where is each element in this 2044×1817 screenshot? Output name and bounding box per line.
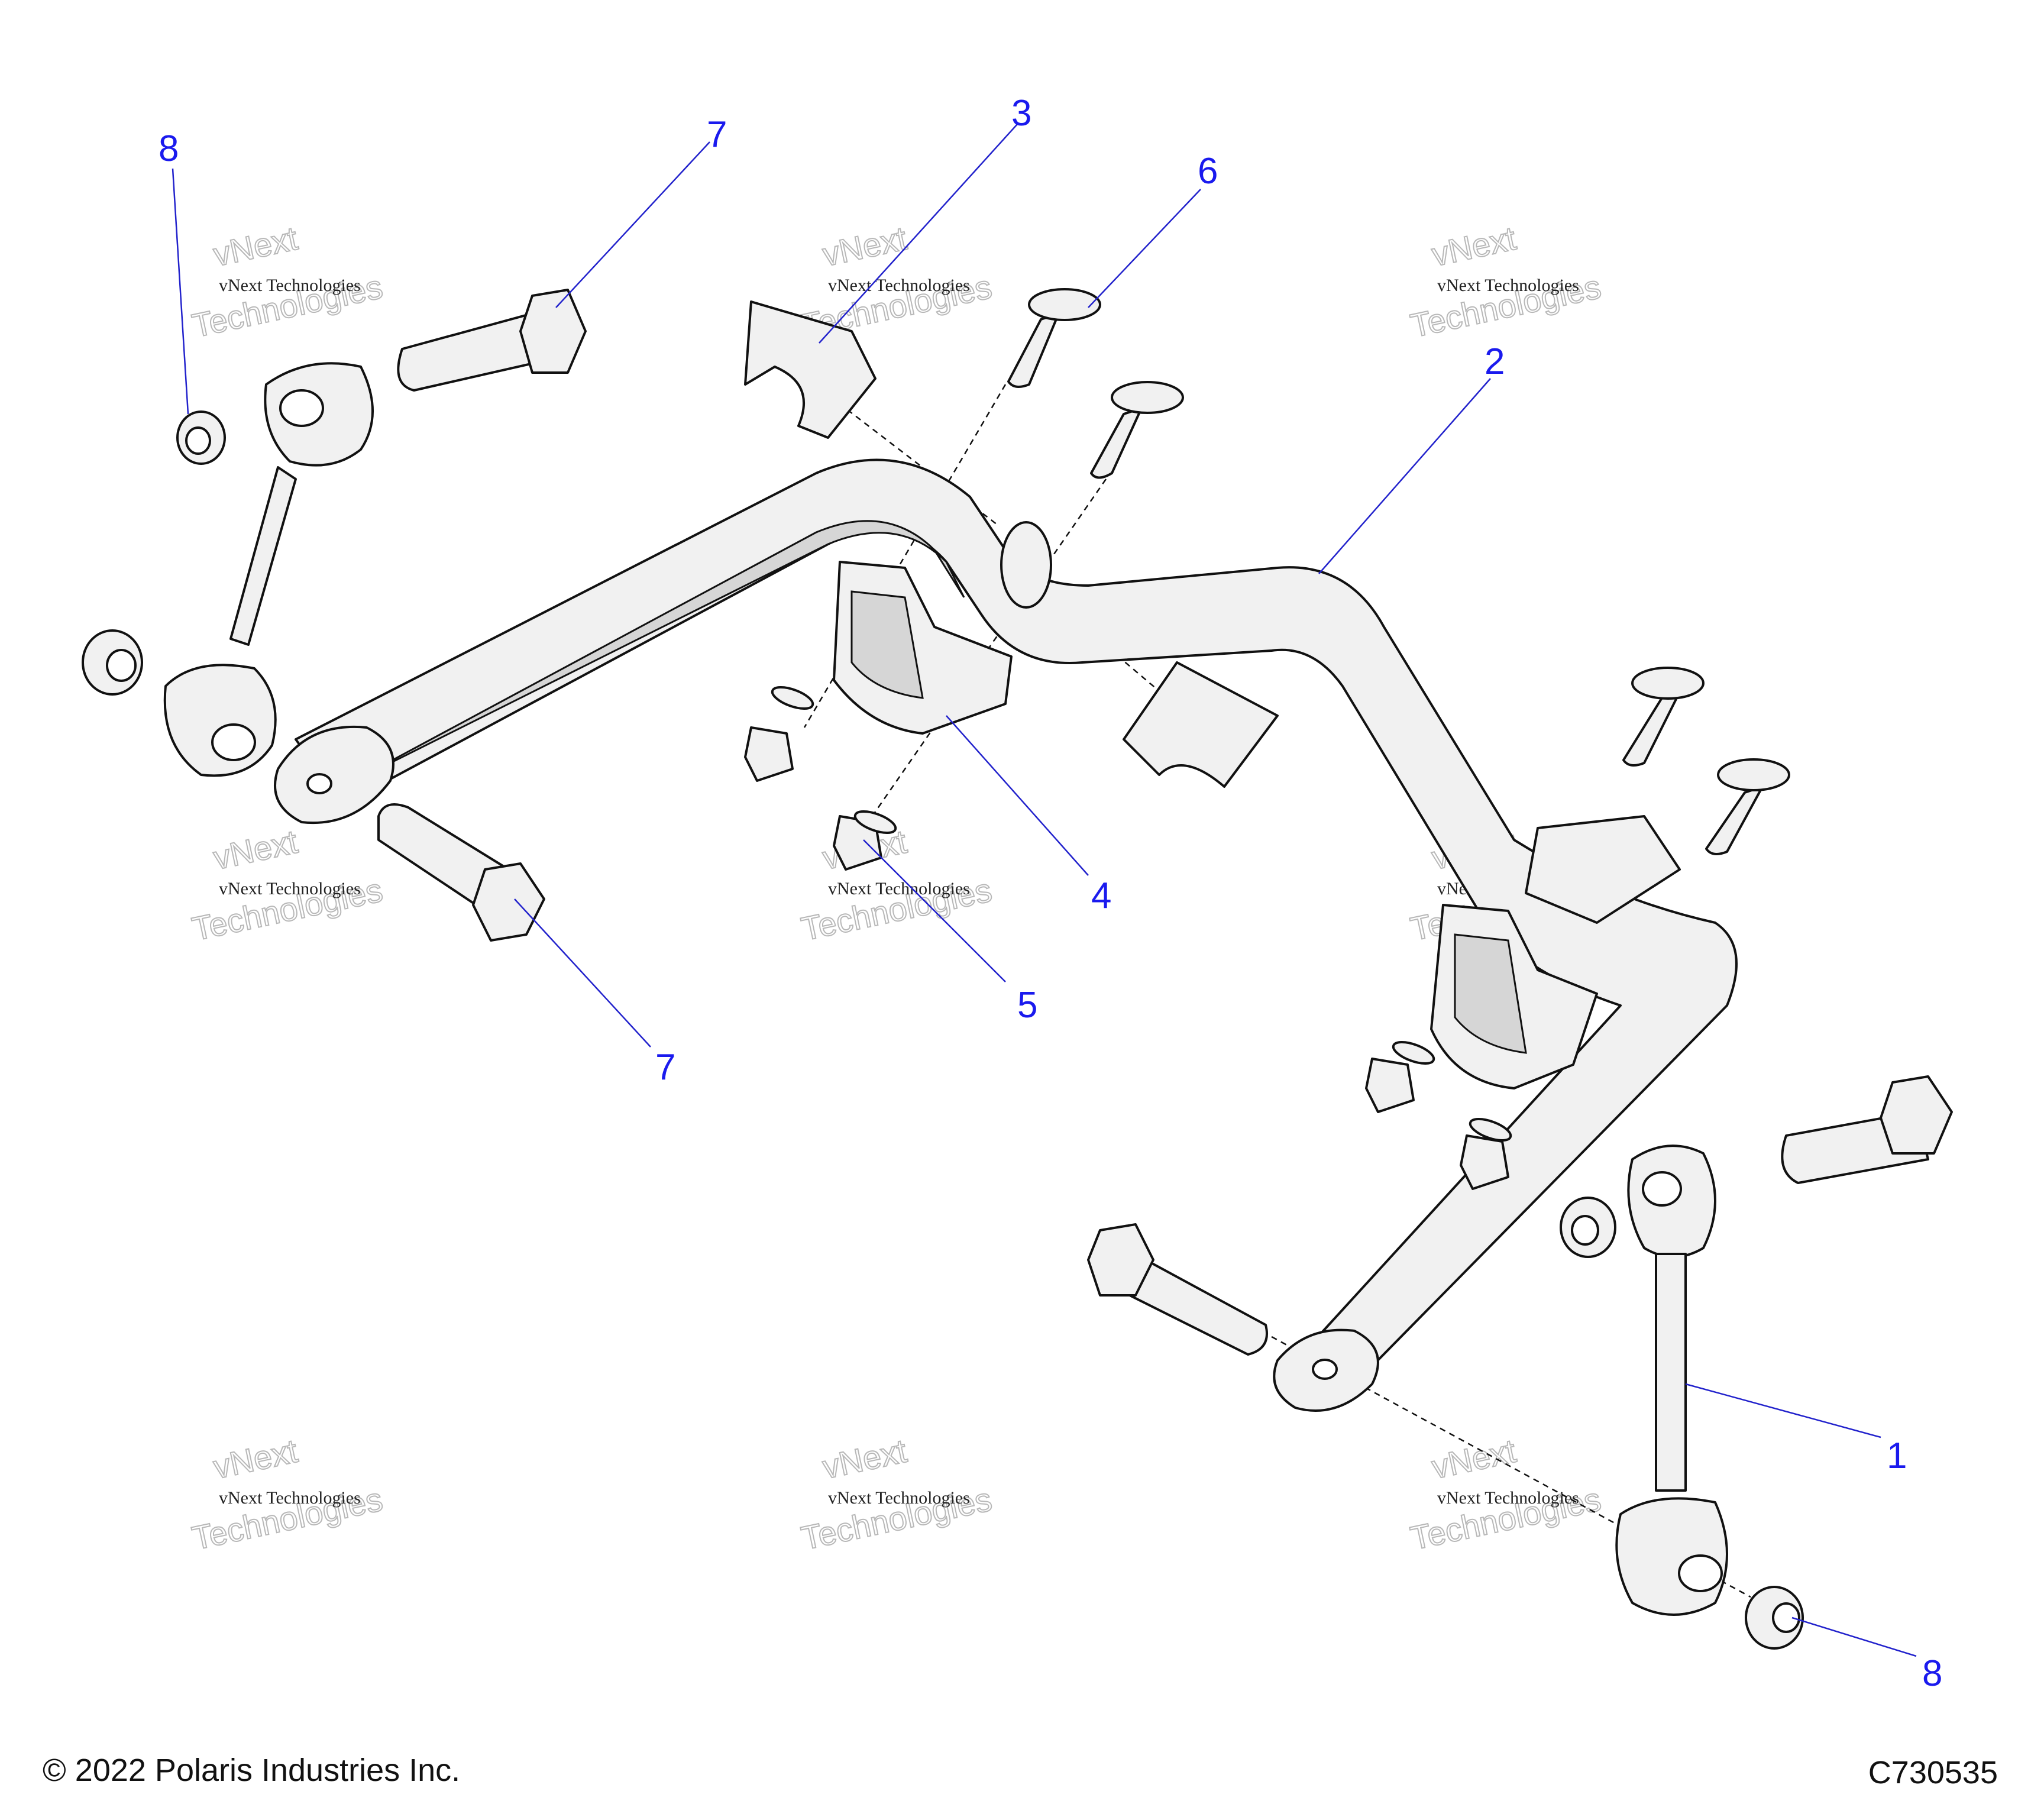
svg-text:vNext Technologies: vNext Technologies [828, 879, 970, 898]
svg-text:vNext Technologies: vNext Technologies [828, 1488, 970, 1508]
bolt-upper-left [397, 289, 587, 392]
figure-id: C730535 [1868, 1755, 1998, 1790]
callout-5: 5 [1017, 985, 1037, 1026]
bolt-upper-right [1781, 1075, 1953, 1184]
stabilizer-bar [274, 458, 1738, 1412]
nut-right-link-lower [1745, 1586, 1804, 1650]
watermark: vNext Technologies vNext Technologies [188, 822, 386, 949]
svg-text:vNext: vNext [819, 1432, 910, 1486]
watermark: vNext Technologies vNext Technologies [1406, 1431, 1605, 1558]
callout-8-upper-left: 8 [159, 128, 179, 169]
bracket-center [833, 561, 1013, 735]
copyright-notice: © 2022 Polaris Industries Inc. [43, 1753, 461, 1788]
watermarks: vNext Technologies vNext Technologies vN… [188, 219, 1605, 1558]
callout-4: 4 [1091, 875, 1111, 916]
callout-1: 1 [1887, 1436, 1907, 1476]
leader-lines [172, 124, 1917, 1657]
callout-2: 2 [1485, 341, 1505, 382]
nut-right-link-upper [1560, 1197, 1616, 1258]
flange-nuts [82, 410, 1804, 1650]
callout-3: 3 [1011, 93, 1031, 134]
carriage-bolt [1705, 758, 1790, 855]
svg-text:vNext: vNext [210, 1432, 301, 1486]
svg-text:vNext Technologies: vNext Technologies [828, 276, 970, 295]
nut-right-a [1365, 1040, 1435, 1113]
svg-text:vNext: vNext [819, 219, 910, 273]
bolt-lower-right [1087, 1223, 1268, 1356]
watermark: vNext Technologies vNext Technologies [797, 1431, 995, 1558]
callout-7-lower: 7 [655, 1047, 675, 1088]
svg-text:vNext Technologies: vNext Technologies [219, 879, 361, 898]
carriage-bolt [1007, 288, 1101, 388]
end-link-left [163, 362, 374, 777]
bushing-upper [744, 300, 877, 439]
bolt-lower-left [377, 803, 545, 942]
nut-upper-left [176, 410, 226, 465]
svg-text:vNext Technologies: vNext Technologies [1437, 276, 1579, 295]
nut-center-a [744, 686, 814, 782]
carriage-bolt [1090, 381, 1184, 479]
watermark: vNext Technologies vNext Technologies [188, 219, 386, 345]
watermark: vNext Technologies vNext Technologies [188, 1431, 386, 1558]
watermark: vNext Technologies vNext Technologies [797, 822, 995, 949]
watermark: vNext Technologies vNext Technologies [1406, 219, 1605, 345]
nut-right-b [1460, 1117, 1512, 1190]
svg-text:vNext: vNext [1428, 219, 1519, 273]
callout-8-lower-right: 8 [1922, 1653, 1942, 1694]
callout-7-upper: 7 [707, 114, 727, 155]
nut-center-b [833, 810, 897, 871]
callout-6: 6 [1198, 151, 1218, 192]
end-link-right [1615, 1144, 1728, 1616]
bushing-lower [1123, 661, 1279, 788]
bracket-right [1430, 904, 1598, 1089]
svg-text:vNext: vNext [210, 219, 301, 273]
svg-text:vNext Technologies: vNext Technologies [1437, 1488, 1579, 1508]
svg-text:vNext Technologies: vNext Technologies [219, 1488, 361, 1508]
svg-text:vNext: vNext [1428, 1432, 1519, 1486]
callouts: 8 7 3 6 2 4 5 7 1 8 [159, 93, 1942, 1694]
carriage-bolt [1622, 667, 1705, 767]
svg-text:vNext Technologies: vNext Technologies [219, 276, 361, 295]
svg-text:vNext: vNext [210, 823, 301, 877]
carriage-bolts [1007, 288, 1790, 855]
nut-left-link [82, 629, 143, 696]
